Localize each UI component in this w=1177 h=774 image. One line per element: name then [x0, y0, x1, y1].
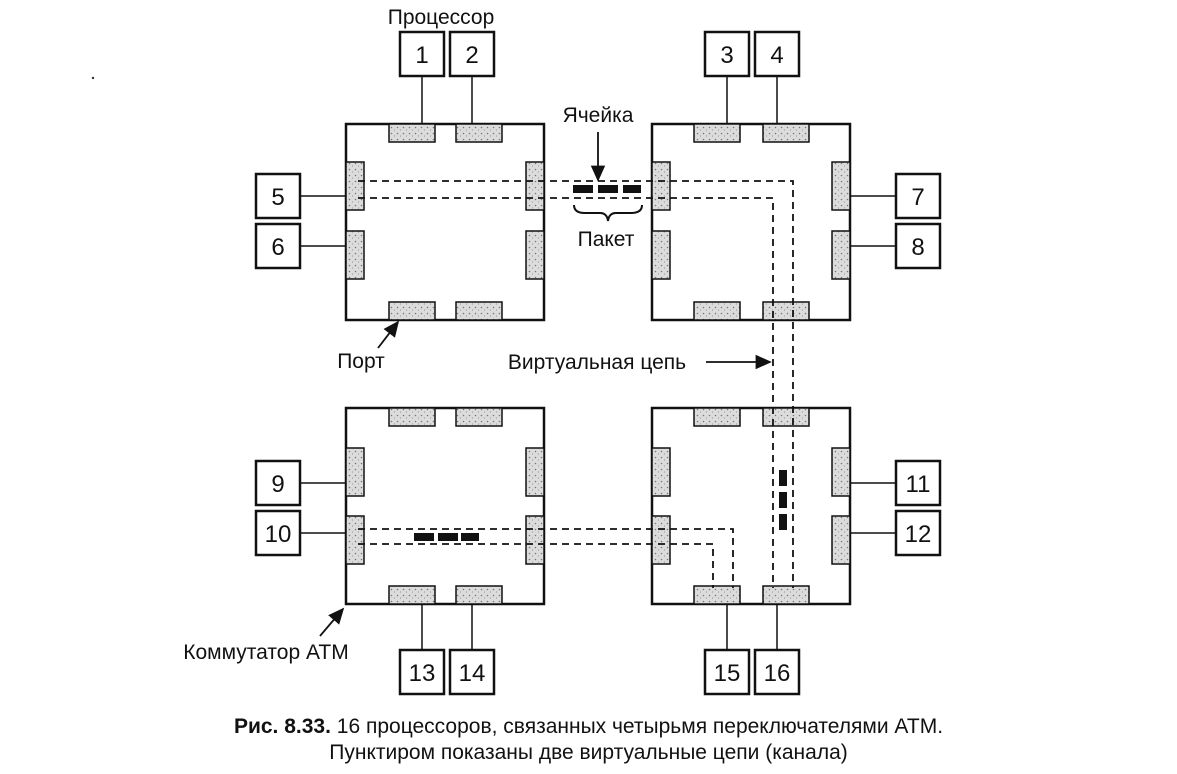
port	[831, 230, 851, 280]
port	[693, 301, 741, 321]
processor-box-8	[894, 222, 942, 270]
processor-number-10: 10	[265, 521, 292, 548]
figure-caption: Рис. 8.33. 16 процессоров, связанных чет…	[0, 714, 1177, 766]
atm-switch-label: Коммутатор ATM	[183, 641, 348, 664]
cell	[779, 470, 787, 486]
atm-switch-bottom-left	[344, 406, 546, 606]
processor-box-10	[254, 509, 302, 557]
cell	[414, 533, 434, 541]
virtual-circuit-2	[358, 528, 734, 588]
port	[831, 515, 851, 565]
port	[762, 585, 810, 605]
scan-dot	[91, 76, 95, 80]
port	[388, 123, 436, 143]
port	[651, 161, 671, 211]
processor-number-8: 8	[911, 234, 924, 261]
figure-number: Рис. 8.33.	[233, 715, 331, 738]
atm-switch-top-right	[650, 122, 852, 322]
port	[345, 230, 365, 280]
processor-number-12: 12	[905, 521, 932, 548]
processor-box-7	[894, 172, 942, 220]
port	[525, 161, 545, 211]
cell	[461, 533, 479, 541]
port	[651, 230, 671, 280]
cell	[779, 514, 787, 530]
virtual-circuit-label: Виртуальная цепь	[508, 351, 686, 374]
port	[455, 585, 503, 605]
cell	[598, 185, 618, 193]
port	[651, 515, 671, 565]
packet-label: Пакет	[578, 228, 635, 251]
processor-number-4: 4	[770, 42, 783, 69]
caption-text-1: 16 процессоров, связанных четырьмя перек…	[336, 715, 944, 738]
packet-brace	[573, 204, 643, 222]
port	[693, 585, 741, 605]
port	[455, 407, 503, 427]
processor-number-7: 7	[911, 184, 924, 211]
processor-box-14	[448, 648, 496, 696]
port	[831, 161, 851, 211]
processor-number-13: 13	[409, 660, 436, 687]
cell	[438, 533, 458, 541]
cell	[779, 492, 787, 508]
port-label: Порт	[337, 350, 385, 373]
processor-box-3	[703, 30, 751, 78]
port	[345, 447, 365, 497]
processor-number-6: 6	[271, 234, 284, 261]
processor-box-5	[254, 172, 302, 220]
processor-box-16	[753, 648, 801, 696]
cell-label: Ячейка	[563, 104, 634, 127]
cell	[573, 185, 593, 193]
port	[651, 447, 671, 497]
processor-number-16: 16	[764, 660, 791, 687]
virtual-circuit-1	[358, 180, 794, 588]
atm-switch-arrow	[319, 607, 345, 637]
processor-number-14: 14	[459, 660, 486, 687]
processor-box-4	[753, 30, 801, 78]
port	[693, 123, 741, 143]
port	[525, 515, 545, 565]
processor-box-6	[254, 222, 302, 270]
processor-box-11	[894, 459, 942, 507]
port-arrow	[377, 320, 400, 349]
port	[831, 447, 851, 497]
atm-switch-top-left	[344, 122, 546, 322]
processor-box-1	[398, 30, 446, 78]
processor-box-15	[703, 648, 751, 696]
processor-box-2	[448, 30, 496, 78]
atm-network-diagram: 1 2 3 4 5 6 7 8 9 10 11 12 13 14 15 16	[91, 6, 942, 696]
processor-number-2: 2	[465, 42, 478, 69]
port	[762, 407, 810, 427]
port	[345, 161, 365, 211]
port	[345, 515, 365, 565]
port	[693, 407, 741, 427]
atm-switch-bottom-right	[650, 406, 852, 606]
port	[388, 301, 436, 321]
port	[388, 585, 436, 605]
caption-line-1: Рис. 8.33. 16 процессоров, связанных чет…	[0, 714, 1177, 740]
processor-box-9	[254, 459, 302, 507]
port	[525, 447, 545, 497]
processor-number-3: 3	[720, 42, 733, 69]
processor-box-12	[894, 509, 942, 557]
port	[762, 301, 810, 321]
processor-number-5: 5	[271, 184, 284, 211]
port	[455, 301, 503, 321]
processor-number-9: 9	[271, 471, 284, 498]
processor-box-13	[398, 648, 446, 696]
port	[388, 407, 436, 427]
port	[455, 123, 503, 143]
port	[525, 230, 545, 280]
port	[762, 123, 810, 143]
processor-number-1: 1	[415, 42, 428, 69]
cell	[623, 185, 641, 193]
processor-label: Процессор	[388, 6, 495, 29]
processor-number-11: 11	[906, 471, 931, 498]
caption-line-2: Пунктиром показаны две виртуальные цепи …	[329, 741, 848, 764]
processor-number-15: 15	[714, 660, 741, 687]
